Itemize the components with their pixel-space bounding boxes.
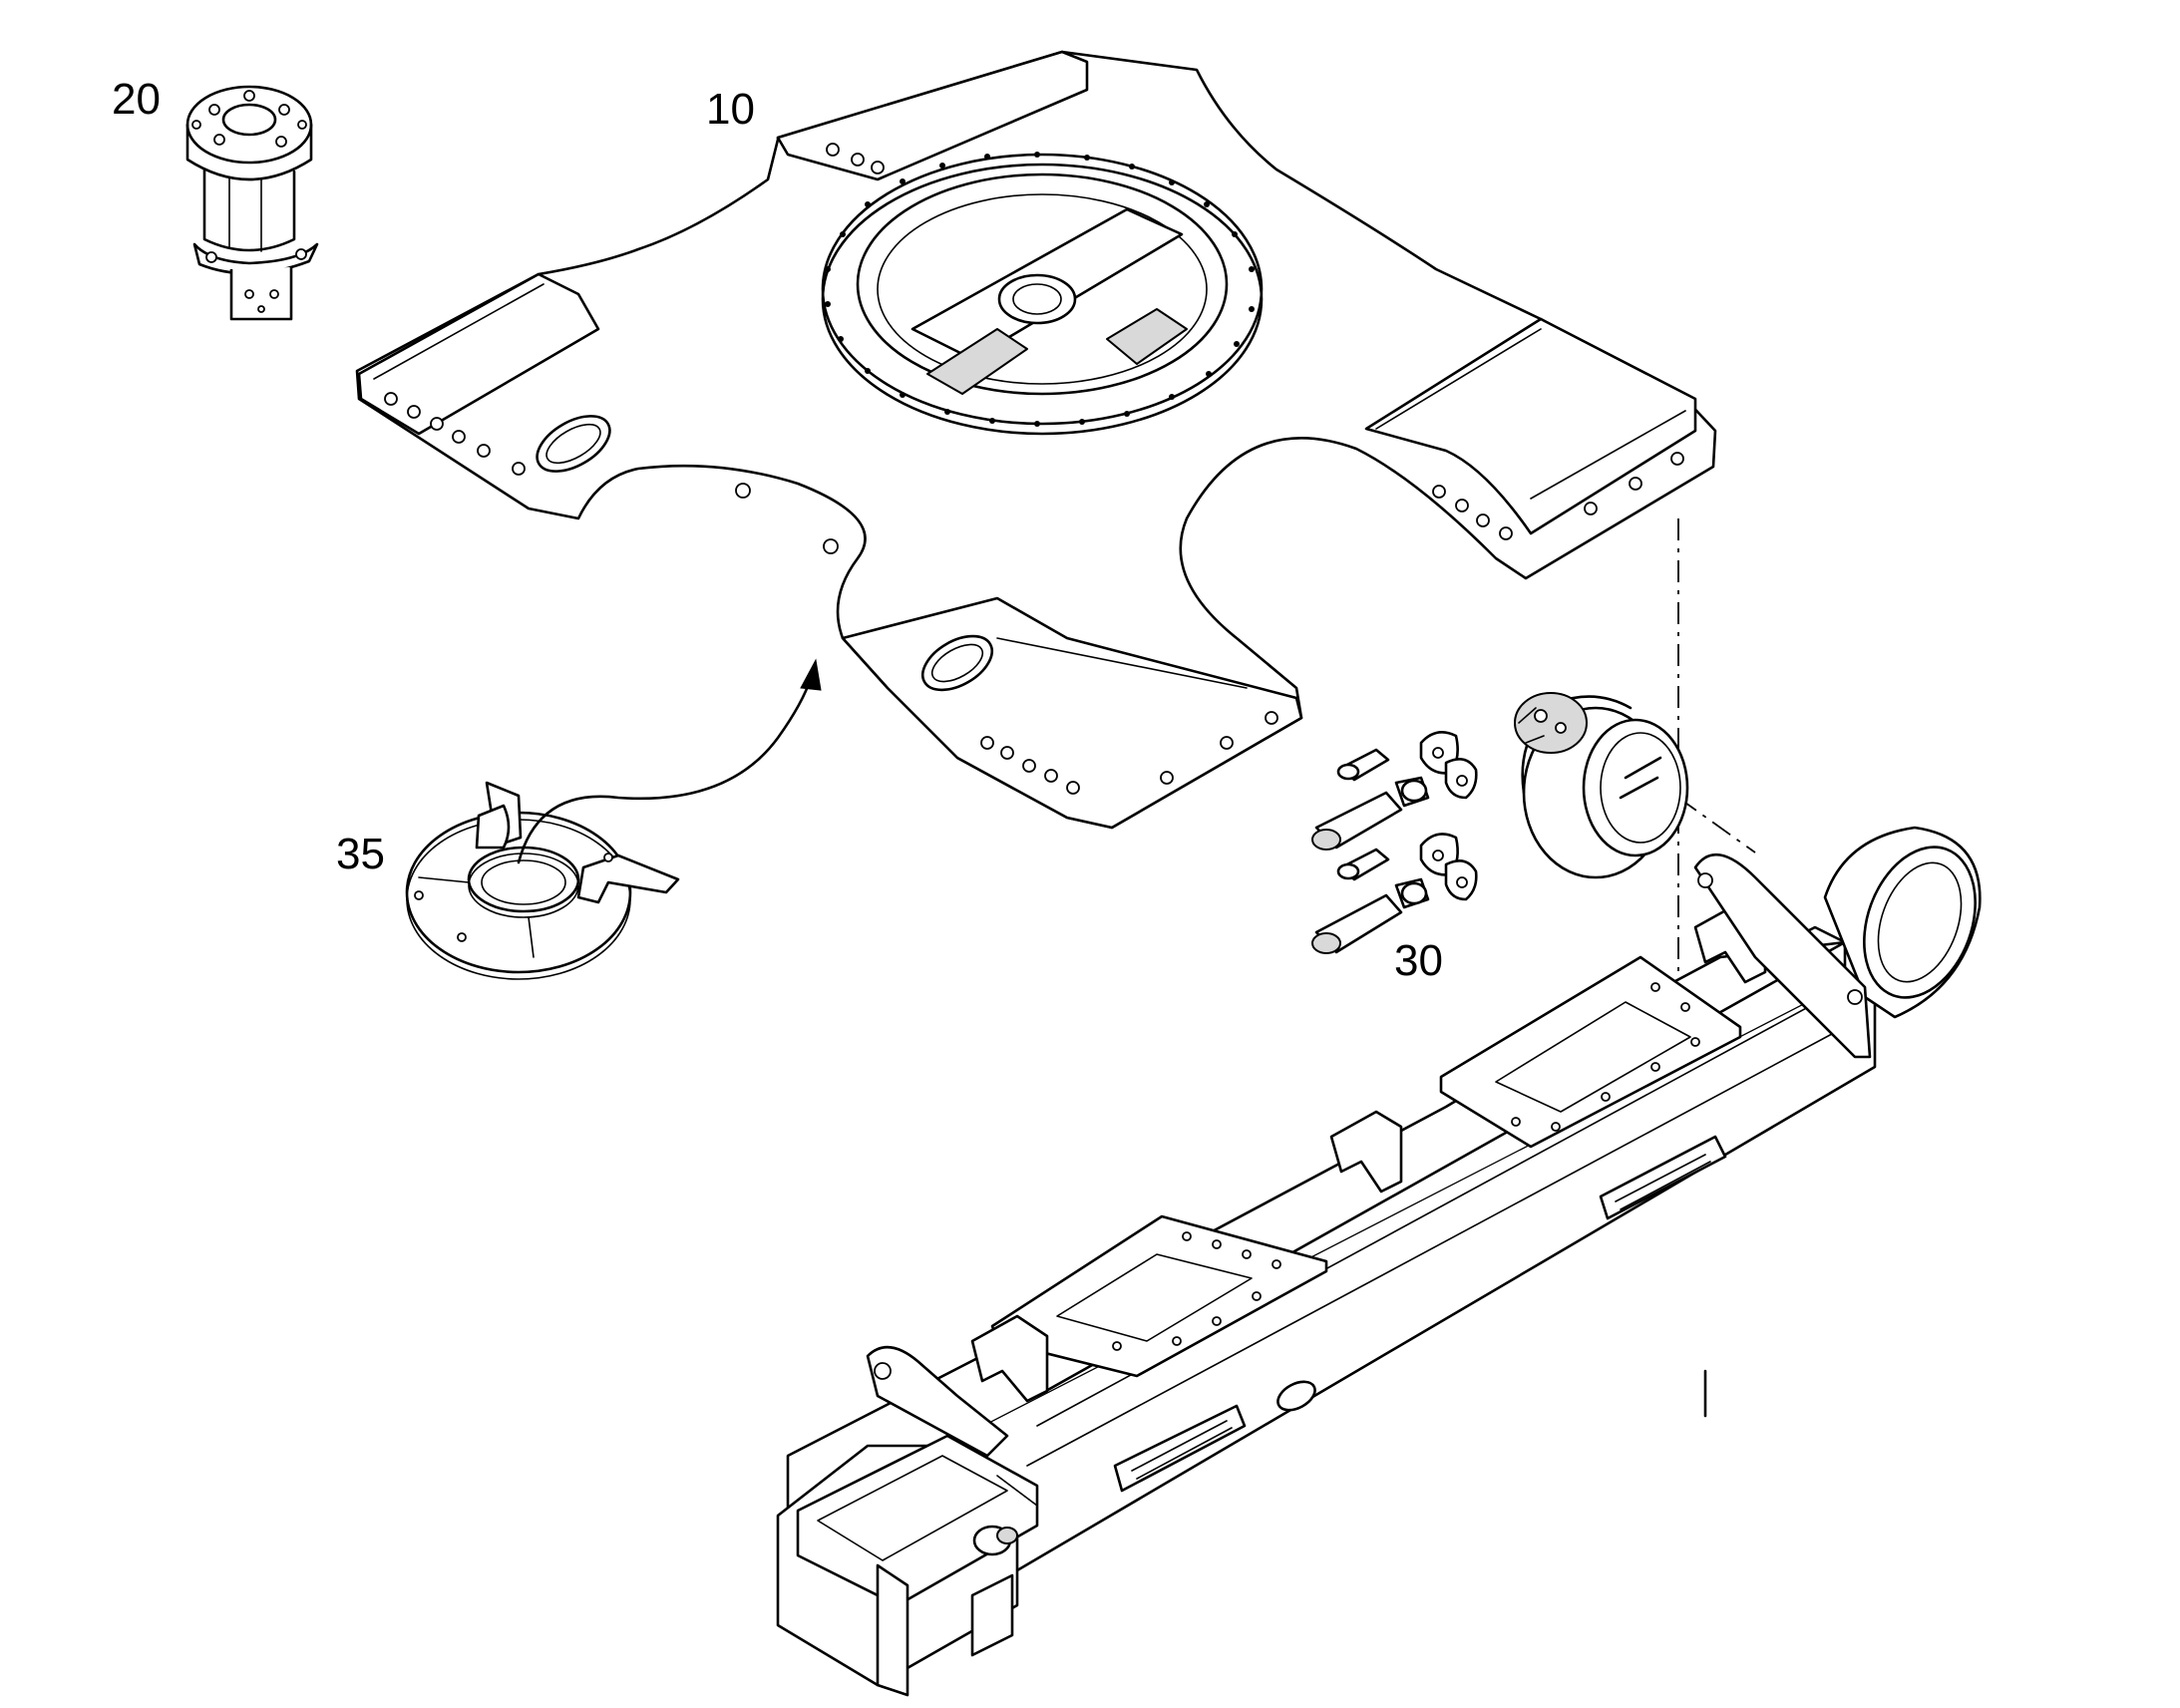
callout-10: 10 — [706, 85, 755, 134]
part-20-swivel-joint[interactable] — [185, 85, 319, 321]
bolt-row-left — [384, 392, 526, 476]
bolt-row-right — [1432, 452, 1684, 540]
slewing-ring — [821, 152, 1264, 436]
callout-20: 20 — [112, 75, 161, 124]
part-30-travel-drive[interactable] — [1514, 692, 1689, 879]
callout-30: 30 — [1394, 936, 1443, 985]
part-30-bolts-and-clamps[interactable] — [1311, 731, 1478, 954]
part-35-shield-plate[interactable] — [405, 781, 680, 980]
part-10-upper-frame[interactable] — [355, 50, 1717, 830]
plate-bolts — [1112, 982, 1700, 1351]
curved-arrow-icon — [517, 658, 822, 864]
bolt-row-bottom — [980, 711, 1278, 795]
callout-35: 35 — [336, 830, 385, 878]
bolt-row-top — [826, 143, 885, 174]
track-frame[interactable] — [776, 826, 1996, 1697]
